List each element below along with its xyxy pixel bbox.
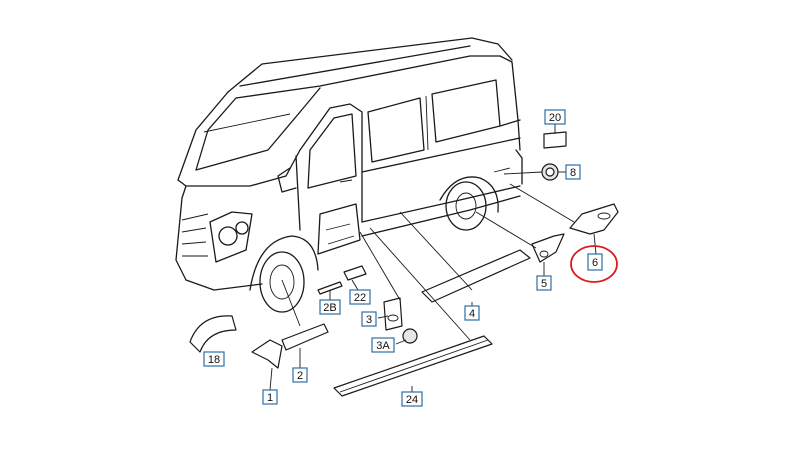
- leader-lines: [269, 124, 597, 392]
- part-22-sticker: [343, 265, 367, 281]
- callout-20: 20: [544, 109, 566, 125]
- callout-6: 6: [587, 253, 603, 271]
- parts: [189, 131, 619, 397]
- callout-6-highlight-ring: [570, 245, 618, 283]
- part-2B-strip: [317, 281, 343, 295]
- svg-text:20: 20: [549, 112, 561, 124]
- callout-24: 24: [401, 391, 423, 407]
- callout-3: 3: [361, 311, 377, 327]
- svg-text:2: 2: [297, 370, 303, 382]
- svg-text:2B: 2B: [323, 302, 336, 314]
- part-4-side-moulding: [421, 249, 531, 303]
- callout-18: 18: [203, 351, 225, 367]
- svg-text:22: 22: [354, 292, 366, 304]
- part-20-plate: [543, 131, 567, 149]
- svg-text:1: 1: [267, 392, 273, 404]
- callout-3A: 3A: [371, 337, 395, 353]
- callout-22: 22: [349, 289, 371, 305]
- callout-8: 8: [565, 164, 581, 180]
- callout-1: 1: [262, 389, 278, 405]
- svg-text:5: 5: [541, 278, 547, 290]
- callout-4: 4: [464, 305, 480, 321]
- part-3-bracket: [383, 297, 403, 331]
- callout-2: 2: [292, 367, 308, 383]
- callout-2B: 2B: [319, 299, 341, 315]
- part-5-arch-trim: [531, 233, 565, 263]
- svg-text:6: 6: [592, 257, 598, 269]
- callout-5: 5: [536, 275, 552, 291]
- svg-text:3: 3: [366, 314, 372, 326]
- part-2-trim: [281, 323, 329, 351]
- svg-text:8: 8: [570, 167, 576, 179]
- svg-text:4: 4: [469, 308, 475, 320]
- part-3A-cap: [402, 328, 418, 344]
- part-6-corner-trim: [569, 203, 619, 235]
- part-18-arch-flare: [189, 315, 237, 353]
- svg-text:3A: 3A: [376, 340, 390, 352]
- svg-text:18: 18: [208, 354, 220, 366]
- van-illustration: [175, 37, 523, 313]
- part-1-corner: [251, 339, 283, 369]
- svg-text:24: 24: [406, 394, 418, 406]
